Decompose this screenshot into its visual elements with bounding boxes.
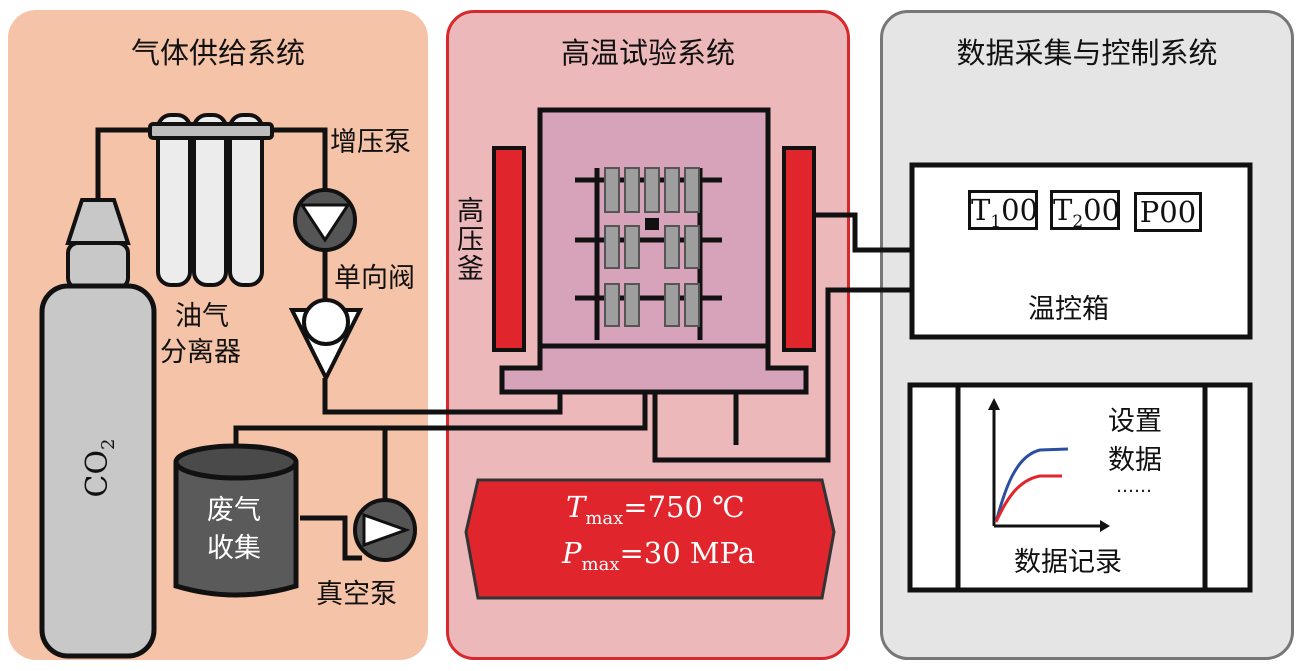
ellipsis-label: ……	[1116, 476, 1152, 497]
high-temp-test-title: 高温试验系统	[560, 36, 736, 70]
settings-label-line2: 数据	[1108, 445, 1162, 476]
chamber-base	[499, 343, 809, 395]
spec-plaque	[464, 478, 836, 600]
readout-t2-sub: 2	[1072, 211, 1084, 232]
heater-right	[782, 146, 816, 352]
readout-t2-prefix: T	[1053, 193, 1073, 227]
settings-label-line1: 设置	[1108, 406, 1162, 437]
wire-heater-box	[810, 212, 912, 253]
curve-blue	[994, 447, 1069, 523]
spec-t-value: =750 ℃	[623, 490, 745, 524]
check-valve-label: 单向阀	[334, 263, 415, 294]
oil-gas-separator	[148, 113, 274, 287]
spec-p-value: =30 MPa	[619, 536, 756, 570]
spec-t-sub: max	[585, 507, 624, 529]
autoclave-label: 高压釜	[452, 196, 483, 283]
readout-t1-prefix: T	[971, 193, 991, 227]
data-record-monitor	[907, 382, 1253, 593]
readout-t1: T100	[968, 190, 1039, 232]
spec-t-symbol: T	[566, 490, 586, 524]
separator-label-line1: 油气	[175, 301, 229, 332]
pipe-co2-separator	[95, 127, 152, 200]
pipe-vacuum-waste	[300, 515, 362, 561]
readout-t2-value: 00	[1083, 193, 1121, 227]
co2-main: CO	[80, 449, 115, 498]
readout-t1-sub: 1	[990, 211, 1002, 232]
vacuum-pump-label: 真空泵	[316, 579, 397, 610]
co2-label: CO2	[78, 426, 119, 510]
booster-pump-label: 增压泵	[330, 127, 411, 158]
data-record-label: 数据记录	[1014, 547, 1122, 578]
spec-p-symbol: P	[562, 536, 582, 570]
samples	[604, 167, 700, 327]
readout-t2: T200	[1050, 190, 1121, 232]
daq-control-title: 数据采集与控制系统	[956, 36, 1218, 70]
curve-red	[994, 474, 1062, 523]
heater-left	[492, 146, 526, 352]
vacuum-pump-symbol	[353, 498, 417, 562]
booster-pump-symbol	[293, 188, 357, 252]
spec-max-temperature: Tmax=750 ℃	[566, 490, 745, 529]
temp-control-box-label: 温控箱	[1028, 294, 1109, 325]
separator-label-line2: 分离器	[160, 337, 241, 368]
readout-p-value: 00	[1159, 195, 1197, 229]
autoclave	[492, 107, 816, 395]
spec-max-pressure: Pmax=30 MPa	[562, 536, 755, 575]
check-valve-symbol	[288, 298, 364, 383]
waste-gas-collector	[173, 443, 299, 598]
readout-p: P00	[1134, 192, 1202, 232]
pipe-waste-line	[233, 425, 388, 500]
waste-label-line1: 废气	[207, 495, 261, 526]
gas-supply-title: 气体供给系统	[130, 36, 306, 70]
pipe-separator-booster	[272, 127, 328, 192]
readout-t1-value: 00	[1001, 193, 1039, 227]
readout-p-prefix: P	[1139, 195, 1160, 229]
co2-cylinder	[39, 198, 157, 659]
spec-p-sub: max	[581, 553, 620, 575]
co2-sub: 2	[98, 438, 119, 450]
waste-label-line2: 收集	[207, 533, 261, 564]
